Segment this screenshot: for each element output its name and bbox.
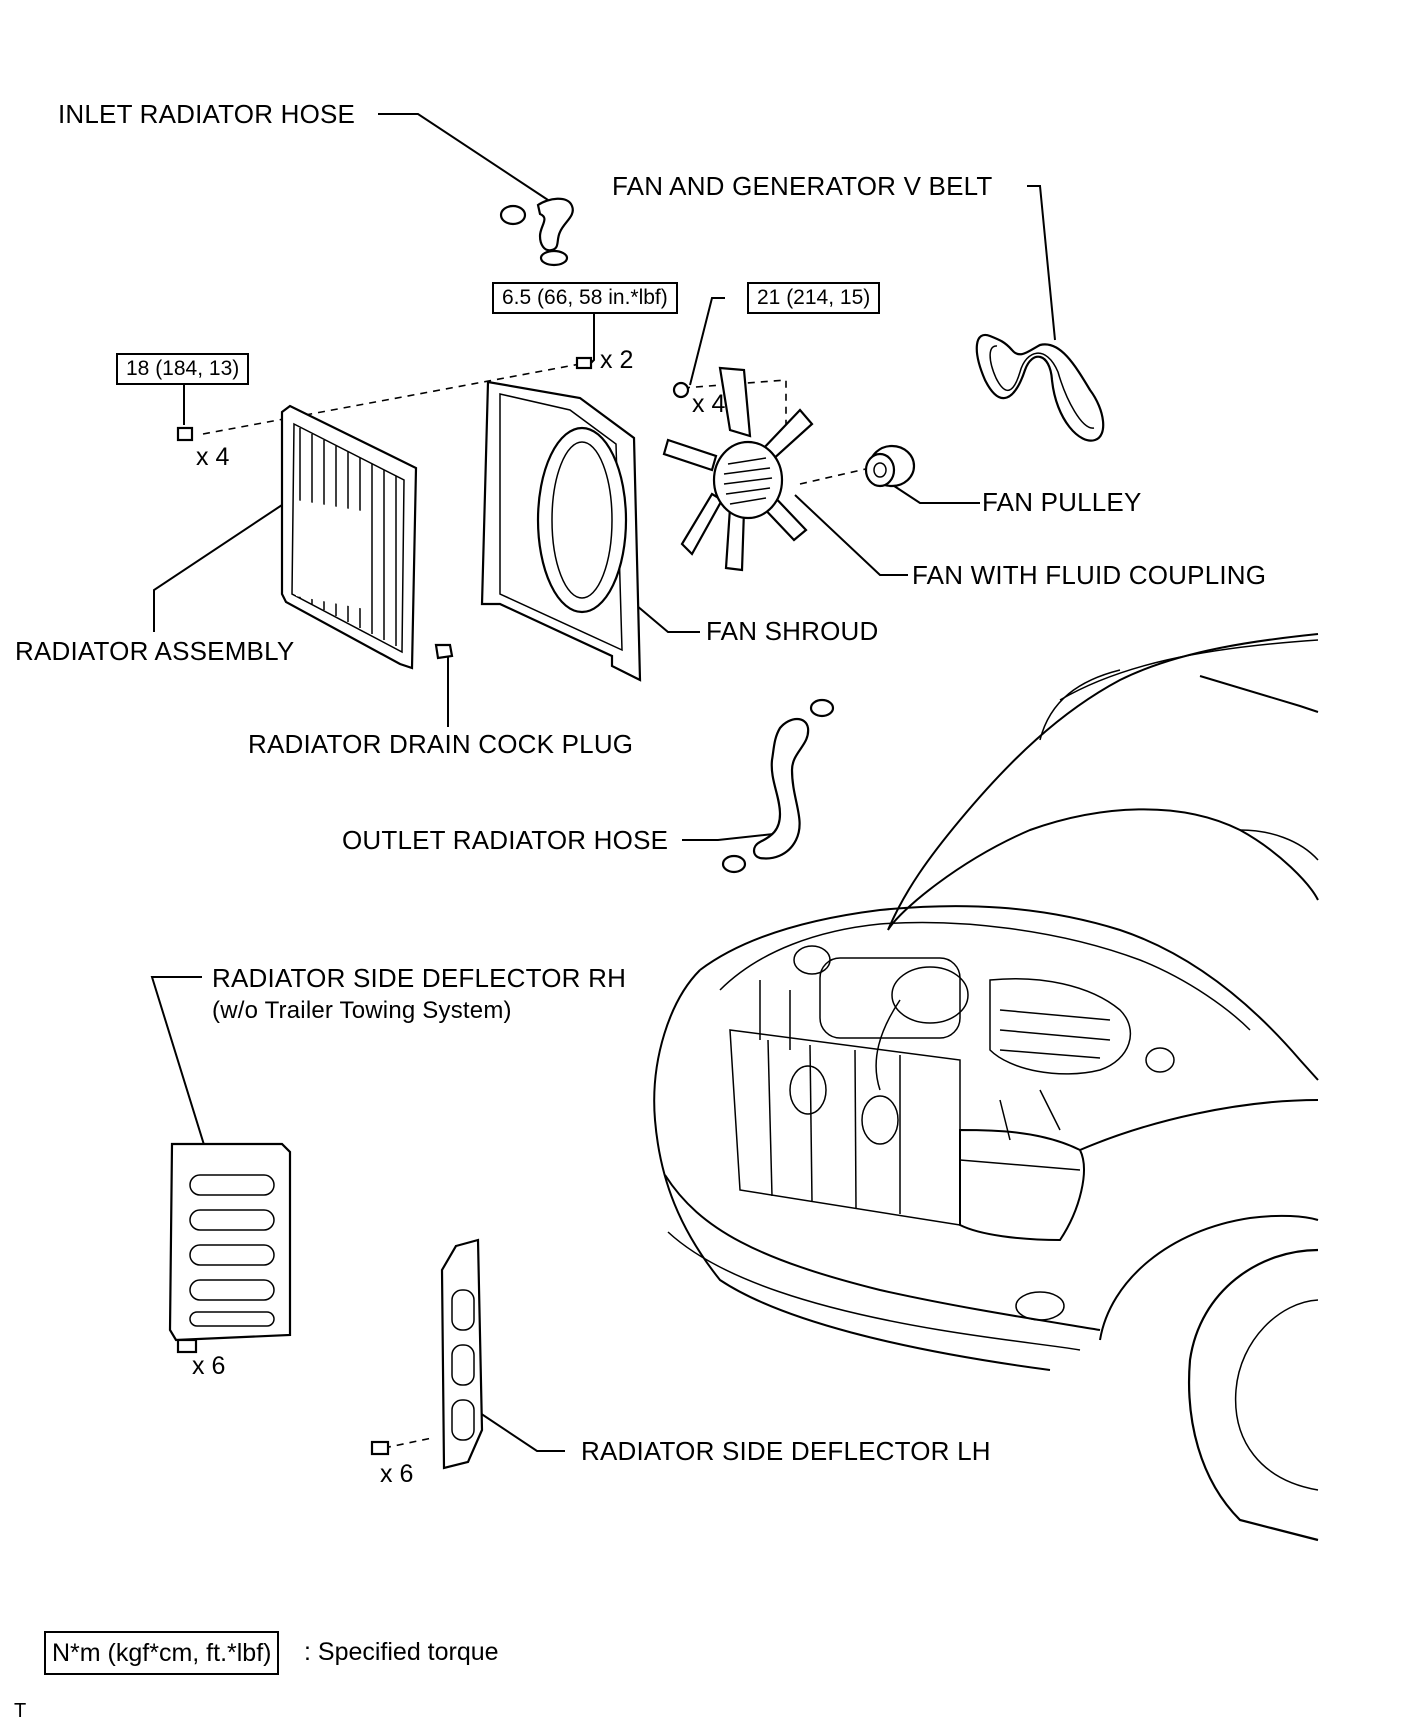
radiator-side-deflector-rh-part: [168, 1142, 292, 1342]
fan-nut-torque-box: 21 (214, 15): [747, 282, 881, 314]
v-belt-part: [975, 333, 1105, 442]
inlet-radiator-hose-label: INLET RADIATOR HOSE: [58, 99, 356, 129]
outlet-radiator-hose-part: [721, 698, 835, 874]
radiator-side-deflector-lh-part: [440, 1238, 484, 1470]
fan-and-generator-v-belt-label: FAN AND GENERATOR V BELT: [612, 171, 993, 201]
radiator-side-deflector-rh-note: (w/o Trailer Towing System): [212, 997, 512, 1024]
radiator-side-deflector-rh-label: RADIATOR SIDE DEFLECTOR RH: [212, 963, 627, 993]
radiator-bolt-torque-box: 18 (184, 13): [116, 353, 250, 385]
fan-pulley-label: FAN PULLEY: [982, 487, 1142, 517]
radiator-side-deflector-lh-label: RADIATOR SIDE DEFLECTOR LH: [581, 1436, 991, 1466]
fan-with-fluid-coupling-part: [662, 366, 814, 572]
fan-with-fluid-coupling-label: FAN WITH FLUID COUPLING: [912, 560, 1267, 590]
leader-lines: [150, 113, 1056, 1452]
shroud-bolt-torque-box: 6.5 (66, 58 in.*lbf): [492, 282, 678, 314]
torque-legend-box: N*m (kgf*cm, ft.*lbf): [44, 1631, 280, 1675]
fasteners: [176, 356, 690, 1456]
fan-pulley-part: [864, 444, 916, 488]
radiator-assembly-label: RADIATOR ASSEMBLY: [15, 636, 295, 666]
corner-mark: T: [14, 1700, 27, 1722]
fan-shroud-label: FAN SHROUD: [706, 616, 879, 646]
deflector-lh-bolt-quantity: x 6: [380, 1460, 414, 1488]
fan-shroud-part: [480, 380, 642, 682]
outlet-radiator-hose-label: OUTLET RADIATOR HOSE: [342, 825, 669, 855]
assembly-dashed-lines: [202, 363, 871, 1449]
vehicle-illustration: [653, 633, 1319, 1542]
fan-nut-quantity: x 4: [692, 390, 726, 418]
torque-legend-text: : Specified torque: [304, 1638, 499, 1666]
radiator-drain-cock-plug-label: RADIATOR DRAIN COCK PLUG: [248, 729, 634, 759]
inlet-radiator-hose-part: [499, 197, 574, 267]
shroud-bolt-quantity: x 2: [600, 346, 634, 374]
radiator-bolt-quantity: x 4: [196, 443, 230, 471]
deflector-rh-bolt-quantity: x 6: [192, 1352, 226, 1380]
radiator-assembly-part: [280, 404, 418, 670]
